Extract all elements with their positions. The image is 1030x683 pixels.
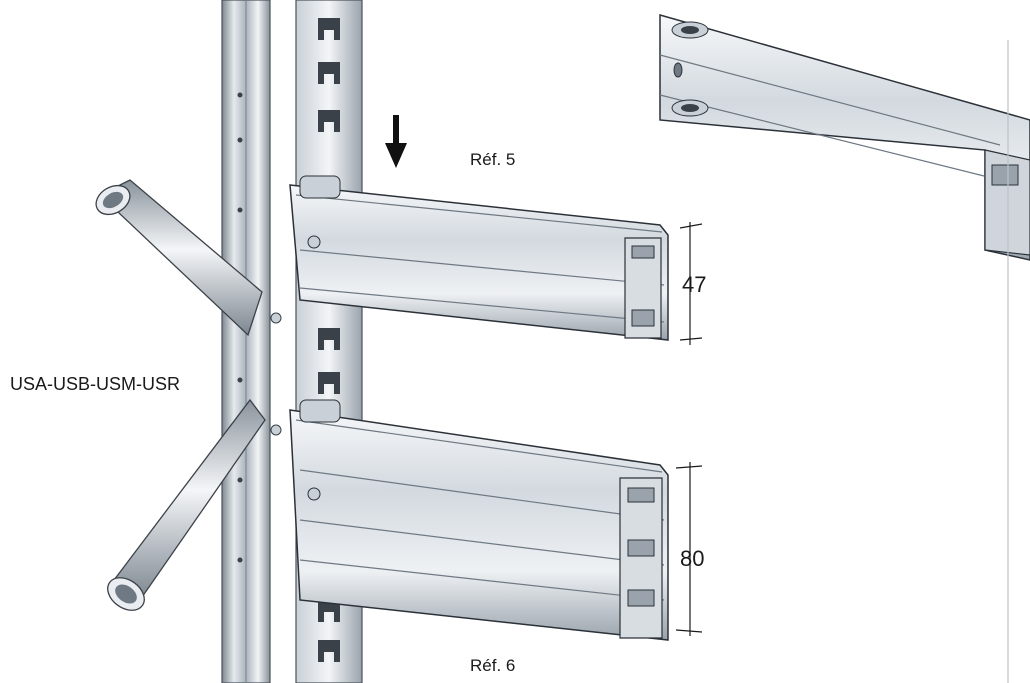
rail-detail-view (659, 14, 1030, 261)
dimension-80-label: 80 (680, 546, 705, 571)
ref-5-label: Réf. 5 (470, 150, 516, 169)
upper-tube (95, 179, 263, 337)
rail-ref-6 (289, 399, 669, 641)
series-label: USA-USB-USM-USR (10, 374, 181, 394)
dimension-80-marker (675, 462, 703, 636)
lower-tube (106, 398, 266, 611)
down-arrow-icon (385, 115, 407, 168)
upright-post (221, 0, 282, 683)
rail-ref-5 (289, 175, 669, 341)
ref-6-label: Réf. 6 (470, 656, 516, 675)
dimension-47-label: 47 (682, 272, 707, 297)
dimension-47-marker (679, 222, 703, 345)
